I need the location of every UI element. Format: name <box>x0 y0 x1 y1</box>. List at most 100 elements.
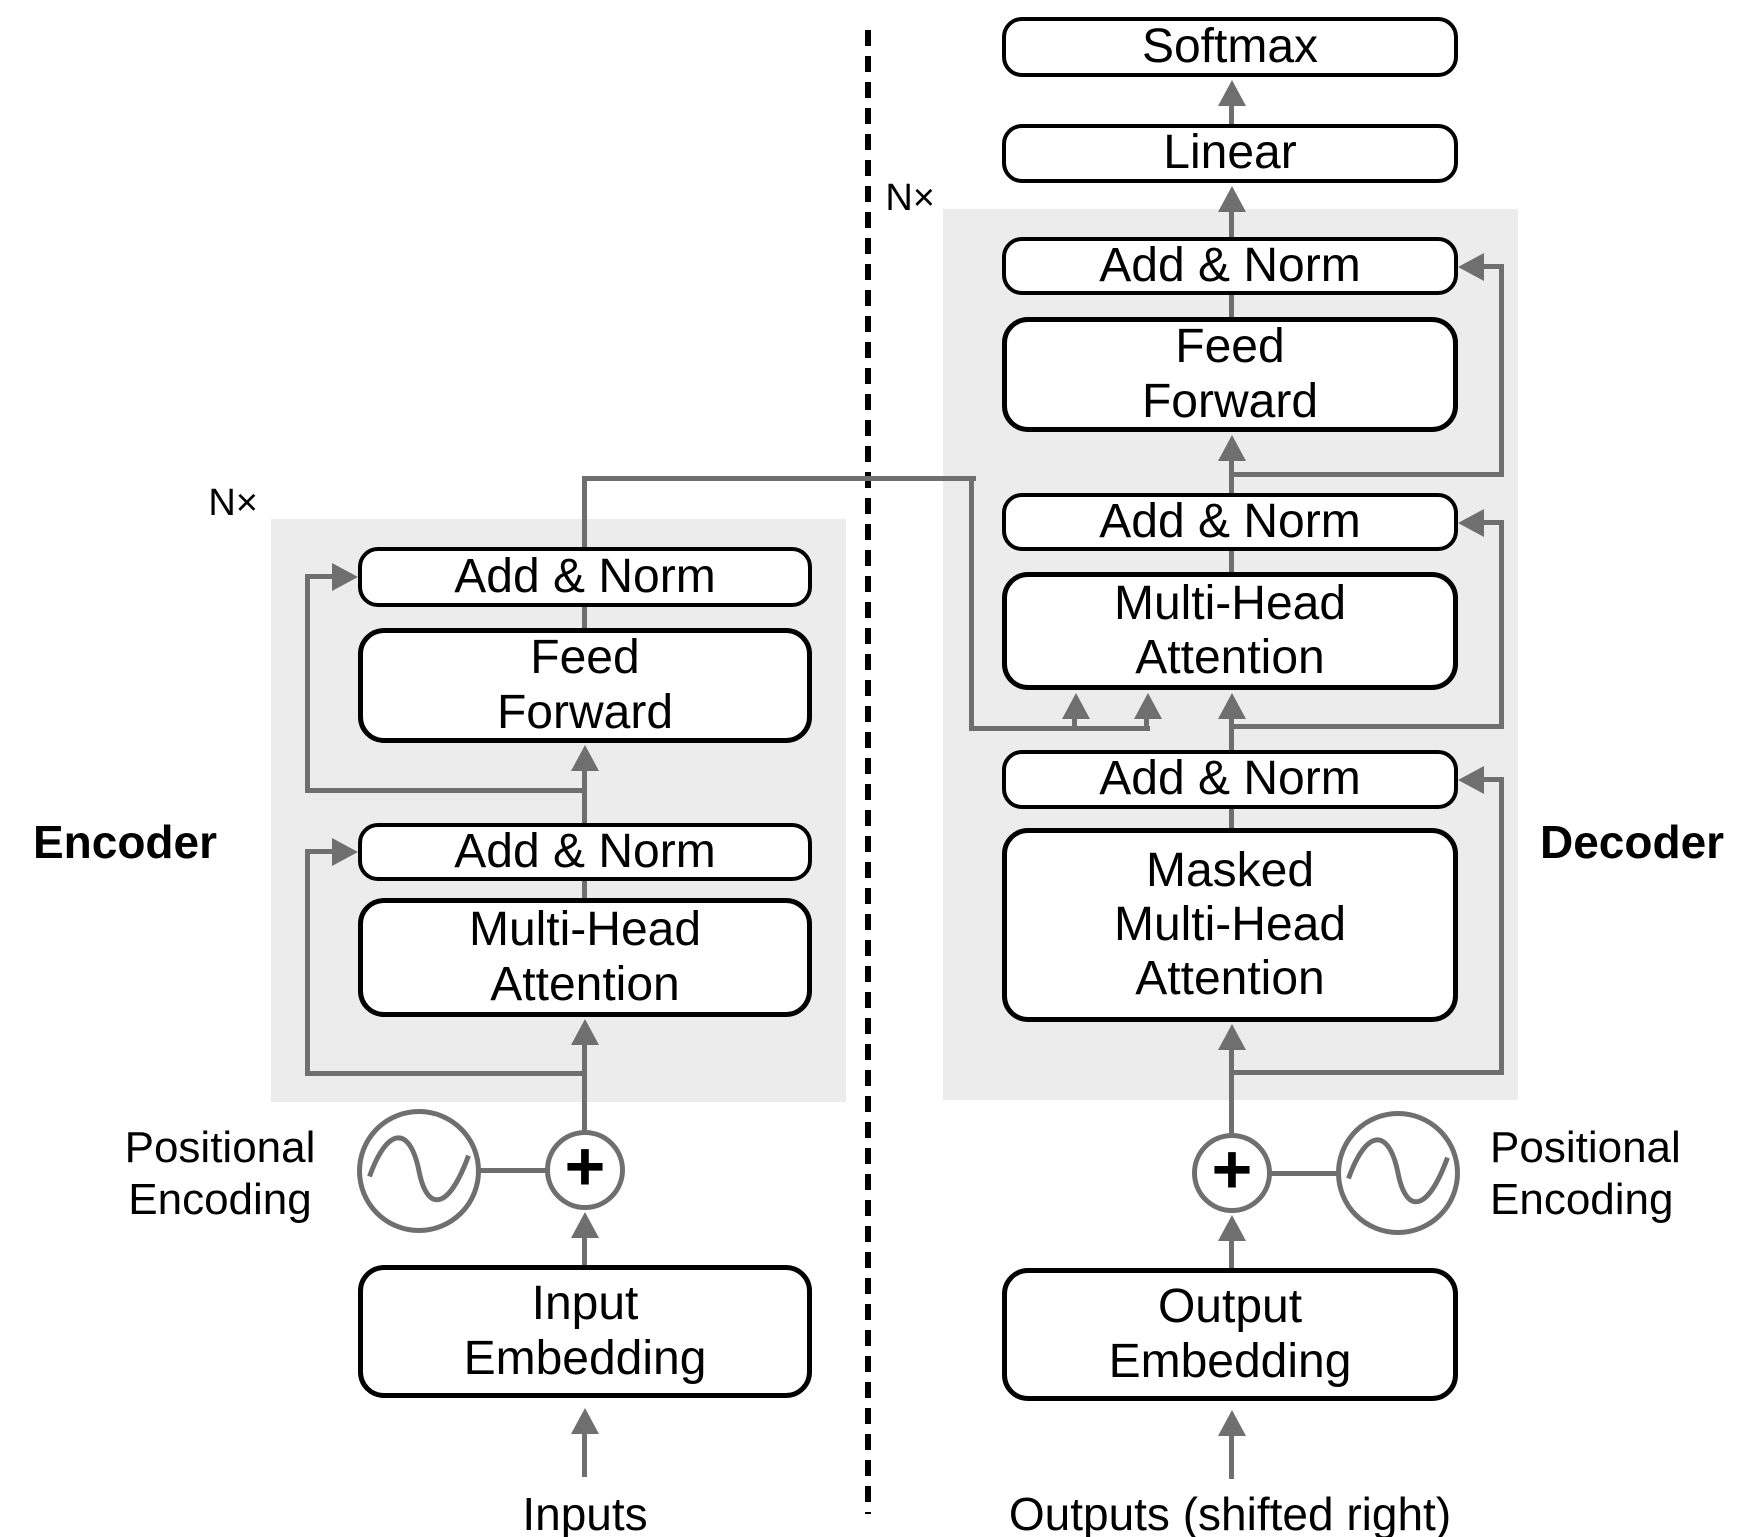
decoder-addnorm-to-attention-arrowhead <box>1218 693 1246 719</box>
decoder-residual1-bottom-line <box>1229 472 1504 477</box>
encoder-residual1-bottom-line <box>305 1071 587 1076</box>
decoder-residual3-arrowhead <box>1458 766 1484 794</box>
encoder-to-decoder-feed-line <box>969 726 1150 731</box>
inputs-arrowhead <box>571 1408 599 1434</box>
positional-encoding-sine-icon-encoder <box>357 1109 481 1233</box>
encoder-decoder-divider-dashed-line <box>865 30 871 1514</box>
outputs-arrow-stem <box>1229 1432 1234 1479</box>
encoder-residual1-arrowhead <box>332 838 358 866</box>
encoder-residual2-vertical-line <box>305 574 310 791</box>
decoder-addnorm2-box: Add & Norm <box>1002 493 1458 551</box>
decoder-residual1-vertical-line <box>1499 264 1504 477</box>
encoder-addnorm2-box: Add & Norm <box>358 547 812 607</box>
plus-to-masked-attention-arrowhead <box>1218 1024 1246 1050</box>
decoder-multi-head-attention-box: Multi-Head Attention <box>1002 572 1458 690</box>
decoder-residual3-top-line <box>1480 777 1504 782</box>
input-embedding-box: Input Embedding <box>358 1265 812 1398</box>
outputs-label: Outputs (shifted right) <box>1008 1488 1452 1537</box>
encoder-multi-head-attention-label: Multi-Head Attention <box>468 903 702 1011</box>
softmax-label: Softmax <box>1141 19 1319 73</box>
plus-icon: + <box>1211 1130 1253 1208</box>
output-embedding-label: Output Embedding <box>1108 1280 1352 1388</box>
embedding-to-plus-stem-decoder <box>1229 1237 1234 1268</box>
decoder-residual2-top-line <box>1480 520 1504 525</box>
sine-to-plus-connector-encoder <box>478 1168 548 1173</box>
linear-label: Linear <box>1163 126 1297 180</box>
linear-to-softmax-stem <box>1229 102 1234 124</box>
inputs-arrow-stem <box>582 1430 587 1477</box>
encoder-addnorm-to-ff-stem <box>582 767 587 823</box>
encoder-feed-forward-label: Feed Forward <box>496 631 674 739</box>
encoder-kv-arrowhead-2 <box>1134 693 1162 719</box>
masked-multi-head-attention-box: Masked Multi-Head Attention <box>1002 828 1458 1022</box>
decoder-addnorm1-label: Add & Norm <box>1099 752 1361 806</box>
plus-to-sine-connector-decoder <box>1268 1171 1340 1176</box>
encoder-kv-stem-2 <box>1144 714 1149 731</box>
decoder-residual2-bottom-line <box>1229 724 1504 729</box>
decoder-residual1-top-line <box>1480 264 1504 269</box>
encoder-residual2-bottom-line <box>305 788 587 793</box>
decoder-multi-head-attention-label: Multi-Head Attention <box>1113 576 1347 684</box>
encoder-kv-stem-1 <box>1072 714 1077 731</box>
encoder-attention-to-addnorm-connector <box>582 880 587 898</box>
positional-add-circle-decoder: + <box>1192 1133 1272 1213</box>
decoder-residual2-arrowhead <box>1458 509 1484 537</box>
decoder-attention-to-addnorm-connector <box>1229 551 1234 572</box>
encoder-addnorm1-label: Add & Norm <box>454 824 716 878</box>
plus-to-attention-stem-encoder <box>582 1041 587 1131</box>
positional-encoding-sine-icon-decoder <box>1336 1111 1460 1235</box>
output-embedding-box: Output Embedding <box>1002 1268 1458 1401</box>
encoder-to-decoder-down-line <box>969 476 974 731</box>
encoder-output-vertical-line <box>582 476 587 547</box>
decoder-residual1-arrowhead <box>1458 253 1484 281</box>
encoder-ff-to-addnorm-connector <box>582 607 587 628</box>
encoder-residual1-vertical-line <box>305 849 310 1076</box>
decoder-addnorm2-label: Add & Norm <box>1099 494 1361 548</box>
softmax-box: Softmax <box>1002 17 1458 77</box>
decoder-to-linear-stem <box>1229 208 1234 237</box>
decoder-addnorm3-label: Add & Norm <box>1099 238 1361 292</box>
positional-add-circle-encoder: + <box>545 1130 625 1210</box>
embedding-to-plus-arrowhead-encoder <box>571 1212 599 1238</box>
outputs-arrowhead <box>1218 1410 1246 1436</box>
decoder-addnorm-to-ff-arrowhead <box>1218 435 1246 461</box>
decoder-to-linear-arrowhead <box>1218 186 1246 212</box>
decoder-residual3-vertical-line <box>1499 777 1504 1075</box>
decoder-feed-forward-box: Feed Forward <box>1002 317 1458 432</box>
encoder-addnorm1-box: Add & Norm <box>358 823 812 881</box>
encoder-residual1-top-line <box>305 849 336 854</box>
encoder-multi-head-attention-box: Multi-Head Attention <box>358 898 812 1017</box>
decoder-n-times-label: N× <box>885 177 935 219</box>
embedding-to-plus-stem-encoder <box>582 1234 587 1265</box>
decoder-addnorm-to-attention-stem <box>1229 714 1234 750</box>
encoder-n-times-label: N× <box>208 482 258 524</box>
sine-wave-icon <box>1346 1137 1450 1205</box>
linear-box: Linear <box>1002 124 1458 183</box>
decoder-feed-forward-label: Feed Forward <box>1141 320 1319 428</box>
sine-wave-icon <box>367 1135 471 1203</box>
positional-encoding-label-encoder: Positional Encoding <box>124 1123 316 1224</box>
decoder-addnorm1-box: Add & Norm <box>1002 750 1458 809</box>
embedding-to-plus-arrowhead-decoder <box>1218 1215 1246 1241</box>
decoder-section-label: Decoder <box>1540 816 1725 868</box>
decoder-residual3-bottom-line <box>1229 1070 1504 1075</box>
positional-encoding-label-decoder: Positional Encoding <box>1490 1123 1681 1224</box>
decoder-ff-to-addnorm-connector <box>1229 295 1234 317</box>
encoder-residual2-top-line <box>305 574 336 579</box>
encoder-to-decoder-horizontal-line <box>582 476 976 481</box>
encoder-feed-forward-box: Feed Forward <box>358 628 812 743</box>
masked-multi-head-attention-label: Masked Multi-Head Attention <box>1113 843 1347 1006</box>
plus-icon: + <box>564 1127 606 1205</box>
input-embedding-label: Input Embedding <box>463 1277 707 1385</box>
plus-to-masked-attention-stem <box>1229 1046 1234 1133</box>
decoder-residual2-vertical-line <box>1499 520 1504 729</box>
encoder-addnorm-to-ff-arrowhead <box>571 745 599 771</box>
decoder-addnorm3-box: Add & Norm <box>1002 237 1458 295</box>
plus-to-attention-arrowhead-encoder <box>571 1019 599 1045</box>
linear-to-softmax-arrowhead <box>1218 80 1246 106</box>
encoder-residual2-arrowhead <box>332 563 358 591</box>
encoder-section-label: Encoder <box>32 816 218 868</box>
inputs-label: Inputs <box>522 1488 648 1537</box>
encoder-kv-arrowhead-1 <box>1062 693 1090 719</box>
